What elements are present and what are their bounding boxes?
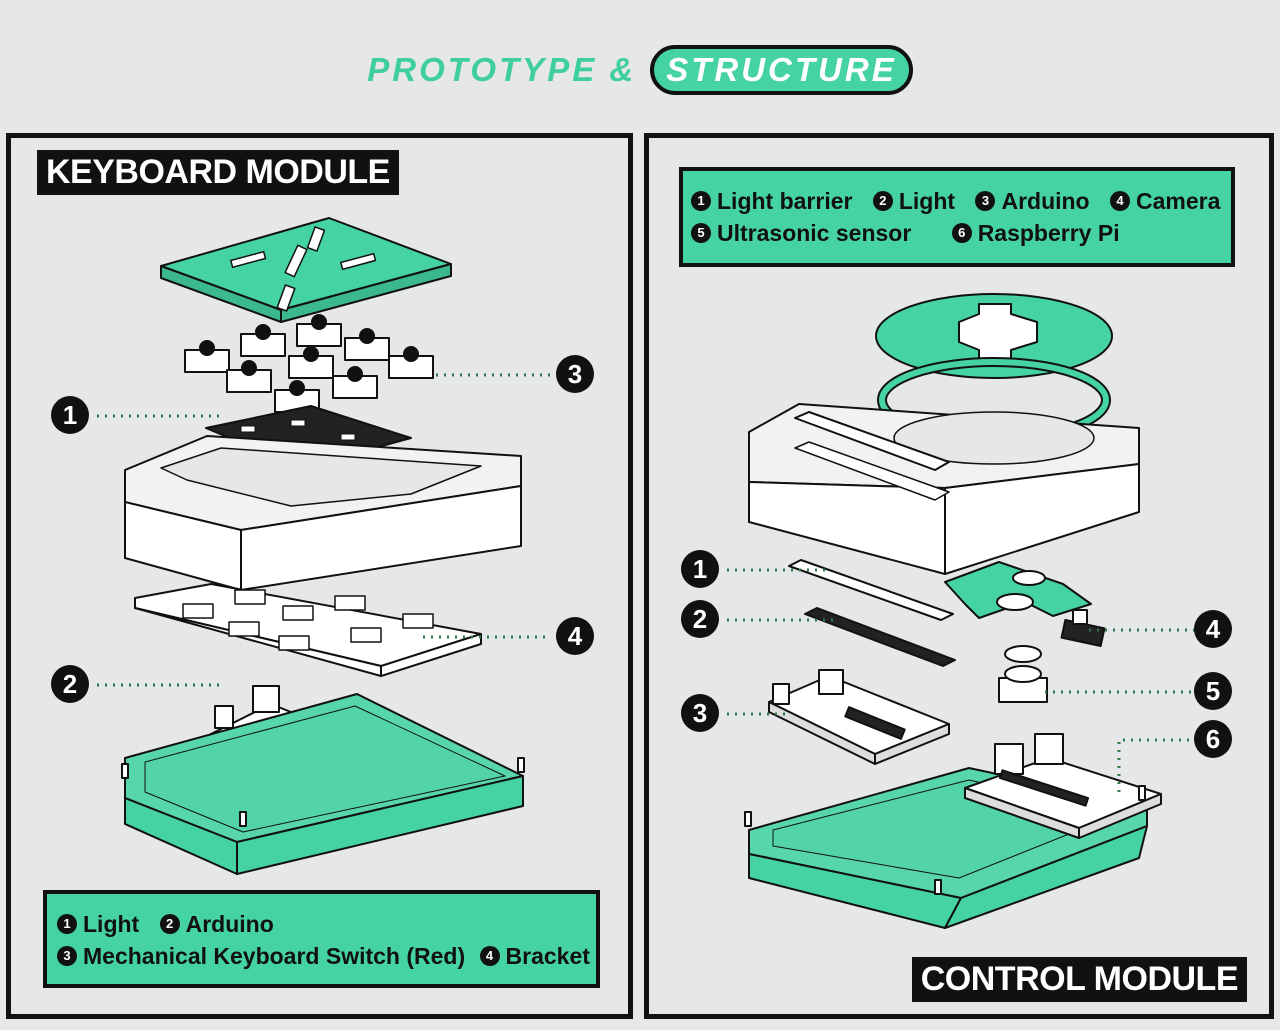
legend-number: 5 [691, 222, 711, 243]
keyboard-callout-3: 3 [556, 355, 594, 393]
legend-label: Light [83, 911, 140, 937]
control-callout-1: 1 [681, 550, 719, 588]
legend-item: 3 Mechanical Keyboard Switch (Red) [57, 940, 465, 972]
legend-label: Camera [1136, 188, 1221, 214]
keyboard-module-exploded-diagram [97, 217, 551, 875]
keyboard-callout-1: 1 [51, 396, 89, 434]
header-highlight: STRUCTURE [650, 45, 913, 95]
legend-number: 6 [951, 222, 972, 243]
legend-label: Mechanical Keyboard Switch (Red) [83, 943, 466, 969]
legend-number: 1 [691, 190, 711, 211]
keyboard-module-title: KEYBOARD MODULE [37, 150, 399, 195]
legend-number: 2 [872, 190, 893, 211]
legend-number: 4 [1110, 190, 1130, 211]
legend-label: Arduino [1001, 188, 1090, 214]
legend-number: 2 [159, 913, 180, 934]
keyboard-callout-4: 4 [556, 617, 594, 655]
control-callout-3: 3 [681, 694, 719, 732]
control-callout-5: 5 [1194, 672, 1232, 710]
page-header: PROTOTYPE & STRUCTURE [0, 40, 1280, 100]
legend-label: Bracket [505, 943, 590, 969]
legend-number: 3 [975, 190, 996, 211]
keyboard-cap [160, 217, 452, 311]
header-lead: PROTOTYPE & [367, 51, 637, 88]
control-callout-6: 6 [1194, 720, 1232, 758]
legend-number: 4 [479, 945, 500, 966]
legend-item: 1 Light barrier [691, 185, 852, 217]
legend-label: Raspberry Pi [977, 220, 1120, 246]
legend-item: 1 Light [57, 908, 139, 940]
control-callout-4: 4 [1194, 610, 1232, 648]
legend-label: Arduino [185, 911, 274, 937]
control-module-title: CONTROL MODULE [911, 957, 1247, 1002]
control-module-exploded-diagram [727, 293, 1197, 929]
legend-item: 4 Camera [1110, 185, 1220, 217]
keyboard-callout-2: 2 [51, 665, 89, 703]
legend-label: Light [898, 188, 956, 214]
legend-label: Ultrasonic sensor [717, 220, 912, 246]
control-callout-2: 2 [681, 600, 719, 638]
legend-number: 3 [57, 945, 77, 966]
legend-number: 1 [57, 913, 77, 934]
legend-label: Light barrier [717, 188, 853, 214]
legend-item: 5 Ultrasonic sensor [691, 217, 911, 249]
